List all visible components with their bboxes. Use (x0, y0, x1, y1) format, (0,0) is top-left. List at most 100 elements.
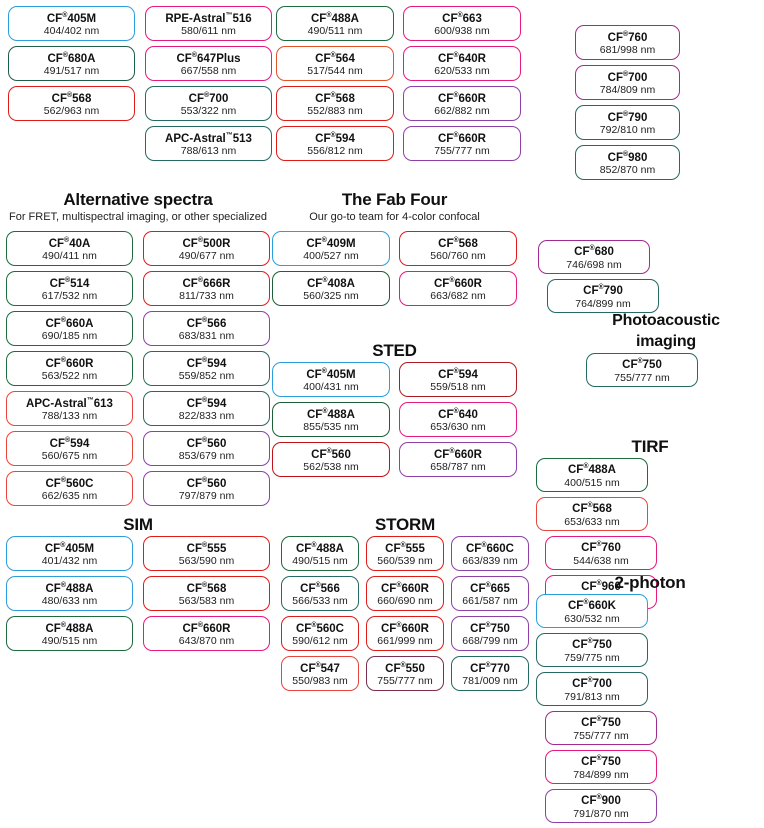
dye-chip-name: CF®700 (607, 70, 648, 84)
dye-chip-name: CF®405M (46, 11, 97, 25)
dye-chip-name: CF®660R (380, 581, 429, 595)
registered-icon: ® (315, 581, 321, 589)
dye-chip-name: CF®900 (581, 794, 621, 807)
registered-icon: ® (396, 621, 402, 629)
registered-icon: ® (583, 599, 589, 607)
dye-chip-wavelengths: 667/558 nm (180, 65, 237, 78)
dye-chip-name: CF®514 (49, 276, 90, 290)
registered-icon: ® (62, 51, 68, 59)
dye-chip-name: CF®666R (182, 276, 231, 290)
dye-chip-wavelengths: 560/325 nm (303, 290, 359, 303)
dye-chip-name: CF®660R (433, 276, 482, 290)
dye-chip-wavelengths: 788/133 nm (41, 410, 98, 423)
dye-chip-wavelengths: 797/879 nm (178, 490, 235, 503)
registered-icon: ® (321, 236, 327, 244)
dye-chip-name: APC-Astral™513 (165, 131, 252, 145)
dye-chip-wavelengths: 690/185 nm (41, 330, 98, 343)
dye-chip-name: CF®660K (567, 599, 616, 612)
registered-icon: ® (457, 11, 463, 19)
registered-icon: ® (598, 284, 604, 292)
dye-chip-name: CF®409M (306, 236, 356, 250)
